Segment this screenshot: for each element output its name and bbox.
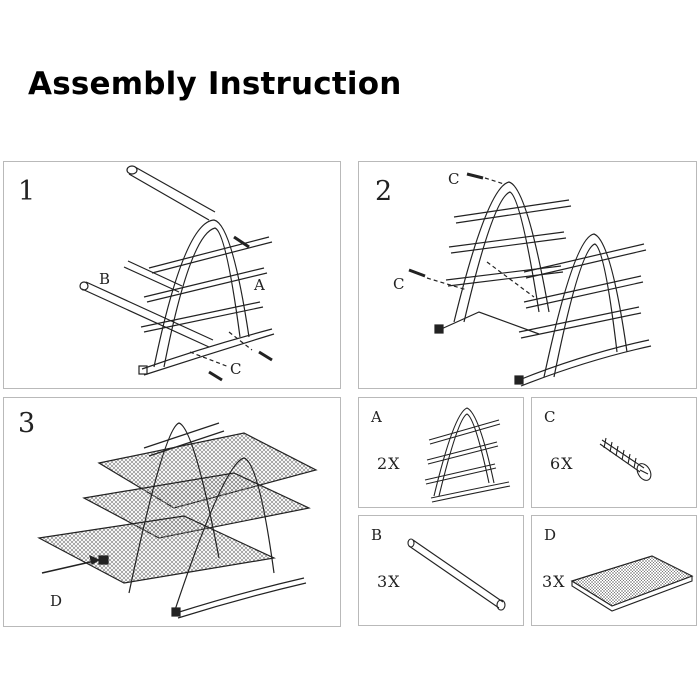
part-c-panel: C 6X (531, 397, 697, 508)
step-2-callout-c-left: C (393, 275, 405, 293)
step-3-panel: 3 D (3, 397, 341, 627)
part-d-label: D (544, 526, 557, 544)
step-1-callout-a: A (254, 276, 265, 294)
part-d-quantity: 3X (542, 572, 566, 591)
step-1-number: 1 (18, 176, 36, 207)
step-1-callout-c: C (230, 360, 242, 378)
step-1-callout-b: B (99, 270, 111, 288)
step-3-callout-d: D (50, 592, 63, 610)
step-1-panel: 1 A B C (3, 161, 341, 389)
rod-icon (407, 538, 506, 611)
part-c-quantity: 6X (550, 454, 574, 473)
part-b-panel: B 3X (358, 515, 524, 626)
step-2-panel: 2 C C (358, 161, 697, 389)
step-2-diagram (408, 172, 652, 387)
part-c-label: C (544, 408, 556, 426)
mesh-tray-icon (570, 555, 694, 612)
step-2-number: 2 (375, 176, 393, 207)
step-1-diagram (79, 165, 275, 382)
part-a-quantity: 2X (377, 454, 401, 473)
part-a-label: A (371, 408, 382, 426)
step-3-diagram (37, 422, 318, 619)
part-d-panel: D 3X (531, 515, 697, 626)
side-frame-icon (424, 407, 511, 503)
screw-icon (599, 437, 652, 481)
page-title: Assembly Instruction (28, 66, 402, 102)
part-b-label: B (371, 526, 383, 544)
step-3-number: 3 (18, 408, 36, 439)
part-b-quantity: 3X (377, 572, 401, 591)
part-a-panel: A 2X (358, 397, 524, 508)
step-2-callout-c-top: C (448, 170, 460, 188)
